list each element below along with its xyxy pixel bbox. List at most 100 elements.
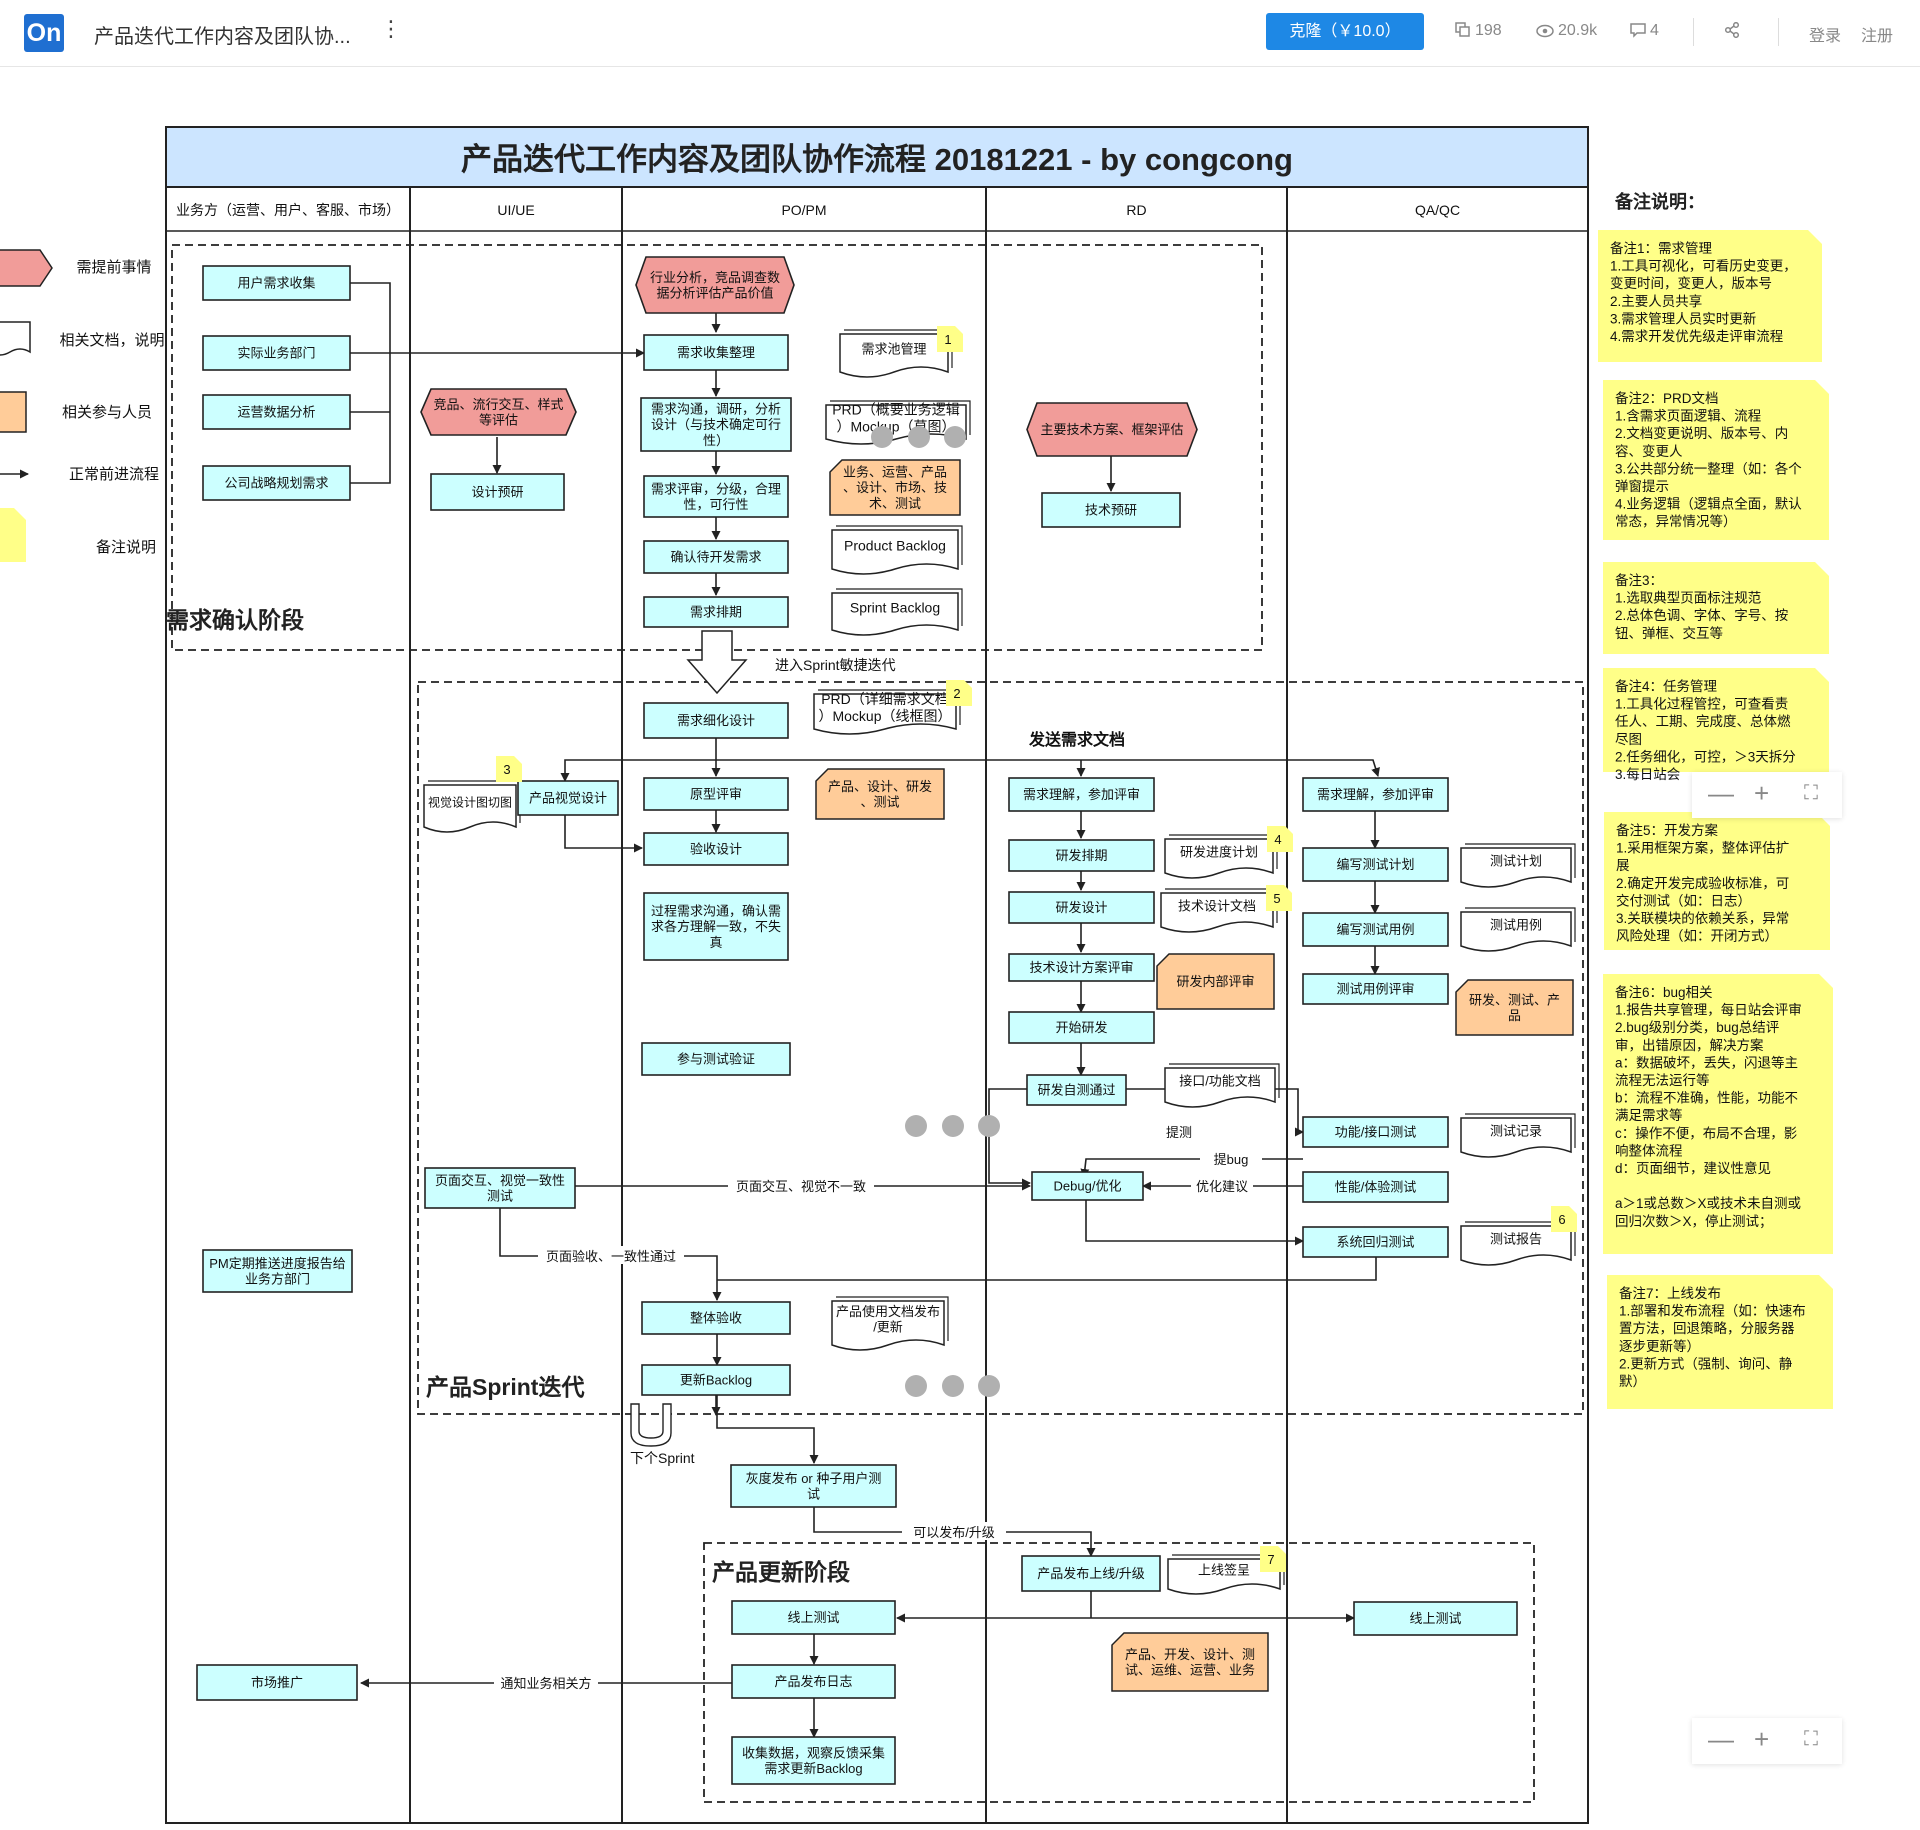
- remark-note-7[interactable]: [1607, 1275, 1833, 1409]
- people-qa-group[interactable]: [1455, 979, 1574, 1036]
- copies-count[interactable]: 198: [1455, 22, 1502, 40]
- box-gray-release[interactable]: [730, 1464, 897, 1508]
- note-badge[interactable]: [1267, 826, 1293, 852]
- box-accept-design[interactable]: [643, 832, 789, 866]
- people-release-group[interactable]: [1111, 1632, 1269, 1692]
- box-test-case[interactable]: [1302, 912, 1449, 947]
- note-badge[interactable]: [1551, 1206, 1577, 1232]
- note-badge[interactable]: [1260, 1546, 1286, 1572]
- box-confirm-demand[interactable]: [643, 540, 789, 574]
- views-count[interactable]: 20.9k: [1536, 22, 1597, 40]
- box-online-test-pm[interactable]: [731, 1600, 896, 1635]
- box-case-review[interactable]: [1302, 973, 1449, 1005]
- fullscreen-button[interactable]: ⛶: [1804, 782, 1818, 804]
- box-demand-schedule[interactable]: [643, 596, 789, 628]
- note-badge[interactable]: [937, 326, 963, 352]
- box-pm-report[interactable]: [202, 1249, 353, 1293]
- box-market-promo[interactable]: [196, 1664, 358, 1701]
- more-options-icon[interactable]: ⋮: [380, 16, 402, 41]
- box-perf-test[interactable]: [1302, 1171, 1449, 1203]
- box-dev-schedule[interactable]: [1008, 839, 1155, 872]
- doc-demand-pool[interactable]: [839, 333, 949, 378]
- remark-note-4[interactable]: [1603, 668, 1829, 772]
- comments-count[interactable]: 4: [1630, 22, 1659, 40]
- flowchart[interactable]: 产品迭代工作内容及团队协作流程 20181221 - by congcong业务…: [0, 66, 1920, 1830]
- doc-product-backlog[interactable]: [831, 529, 959, 575]
- box-dev-design[interactable]: [1008, 891, 1155, 924]
- login-link[interactable]: 登录: [1809, 28, 1842, 45]
- box-business-dept[interactable]: [202, 335, 351, 371]
- box-demand-communicate[interactable]: [640, 397, 792, 452]
- zoom-out-button[interactable]: —: [1708, 778, 1734, 808]
- box-consistency-test[interactable]: [424, 1167, 576, 1209]
- box-overall-accept[interactable]: [641, 1301, 791, 1335]
- doc-user-manual[interactable]: [831, 1300, 945, 1351]
- doc-test-case[interactable]: [1460, 911, 1572, 952]
- note-badge[interactable]: [946, 680, 972, 706]
- fullscreen-button[interactable]: ⛶: [1804, 1728, 1818, 1750]
- box-user-demand[interactable]: [202, 265, 351, 301]
- box-demand-review[interactable]: [643, 475, 789, 518]
- register-link[interactable]: 注册: [1861, 28, 1894, 45]
- hex-industry-analysis[interactable]: [635, 256, 795, 314]
- box-visual-design[interactable]: [517, 780, 619, 816]
- remark-note-1[interactable]: [1598, 230, 1822, 362]
- box-refine-design[interactable]: [643, 702, 789, 739]
- remark-note-3[interactable]: [1603, 562, 1829, 654]
- box-strategy[interactable]: [202, 465, 351, 501]
- box-demand-collect[interactable]: [643, 334, 789, 371]
- doc-prd-detail[interactable]: [813, 693, 957, 735]
- remark-note-5[interactable]: [1604, 812, 1830, 950]
- box-join-test[interactable]: [641, 1042, 791, 1076]
- share-button[interactable]: [1724, 21, 1744, 40]
- zoom-in-button[interactable]: +: [1754, 1724, 1770, 1754]
- box-process-comm[interactable]: [643, 892, 789, 961]
- doc-dev-plan[interactable]: [1164, 838, 1274, 879]
- doc-release-sign[interactable]: [1167, 1558, 1281, 1595]
- box-process-comm-label: 过程需求沟通，确认需求各方理解一致，不失真: [651, 903, 781, 950]
- box-online-test-qa[interactable]: [1353, 1601, 1518, 1636]
- hex-competitor-ui[interactable]: [420, 388, 577, 436]
- box-test-plan[interactable]: [1302, 847, 1449, 882]
- doc-tech-design[interactable]: [1160, 892, 1274, 933]
- box-qa-understand[interactable]: [1302, 777, 1449, 812]
- doc-test-plan[interactable]: [1460, 847, 1572, 888]
- remark-line: 备注6：bug相关: [1615, 984, 1713, 1000]
- box-self-test[interactable]: [1026, 1074, 1127, 1106]
- box-regression-test[interactable]: [1302, 1226, 1449, 1258]
- box-design-research[interactable]: [430, 473, 565, 511]
- box-ops-analysis[interactable]: [202, 394, 351, 430]
- doc-test-record[interactable]: [1460, 1117, 1572, 1158]
- people-internal-review[interactable]: [1156, 953, 1275, 1010]
- box-collect-data[interactable]: [731, 1736, 896, 1785]
- box-product-release[interactable]: [1021, 1555, 1161, 1592]
- box-tech-review[interactable]: [1008, 953, 1155, 982]
- remark-note-6[interactable]: [1603, 974, 1833, 1254]
- note-badge[interactable]: [1266, 885, 1292, 911]
- box-tech-research[interactable]: [1041, 492, 1181, 528]
- doc-api[interactable]: [1164, 1067, 1276, 1108]
- hex-tech-evaluation[interactable]: [1026, 402, 1198, 457]
- box-debug[interactable]: [1031, 1171, 1144, 1201]
- doc-test-report[interactable]: [1460, 1225, 1572, 1266]
- note-badge[interactable]: [496, 756, 522, 782]
- box-start-dev[interactable]: [1008, 1011, 1155, 1044]
- people-group-1[interactable]: [829, 459, 961, 516]
- zoom-in-button[interactable]: +: [1754, 778, 1770, 808]
- processon-logo[interactable]: On: [24, 14, 64, 52]
- doc-slice-design[interactable]: [423, 784, 517, 833]
- doc-sprint-backlog-label: Sprint Backlog: [850, 600, 940, 616]
- note-badge-number: 5: [1273, 891, 1280, 906]
- box-rd-understand[interactable]: [1008, 777, 1155, 812]
- box-release-log[interactable]: [731, 1664, 896, 1699]
- box-proto-review[interactable]: [643, 777, 789, 811]
- doc-sprint-backlog[interactable]: [831, 592, 959, 636]
- zoom-out-button[interactable]: —: [1708, 1724, 1734, 1754]
- clone-button[interactable]: 克隆（￥10.0）: [1266, 13, 1424, 50]
- remark-note-2[interactable]: [1603, 380, 1829, 540]
- box-func-test[interactable]: [1302, 1116, 1449, 1148]
- people-group-2[interactable]: [815, 768, 945, 820]
- box-update-backlog[interactable]: [641, 1364, 791, 1396]
- box-product-release-label: 产品发布上线/升级: [1037, 1566, 1145, 1581]
